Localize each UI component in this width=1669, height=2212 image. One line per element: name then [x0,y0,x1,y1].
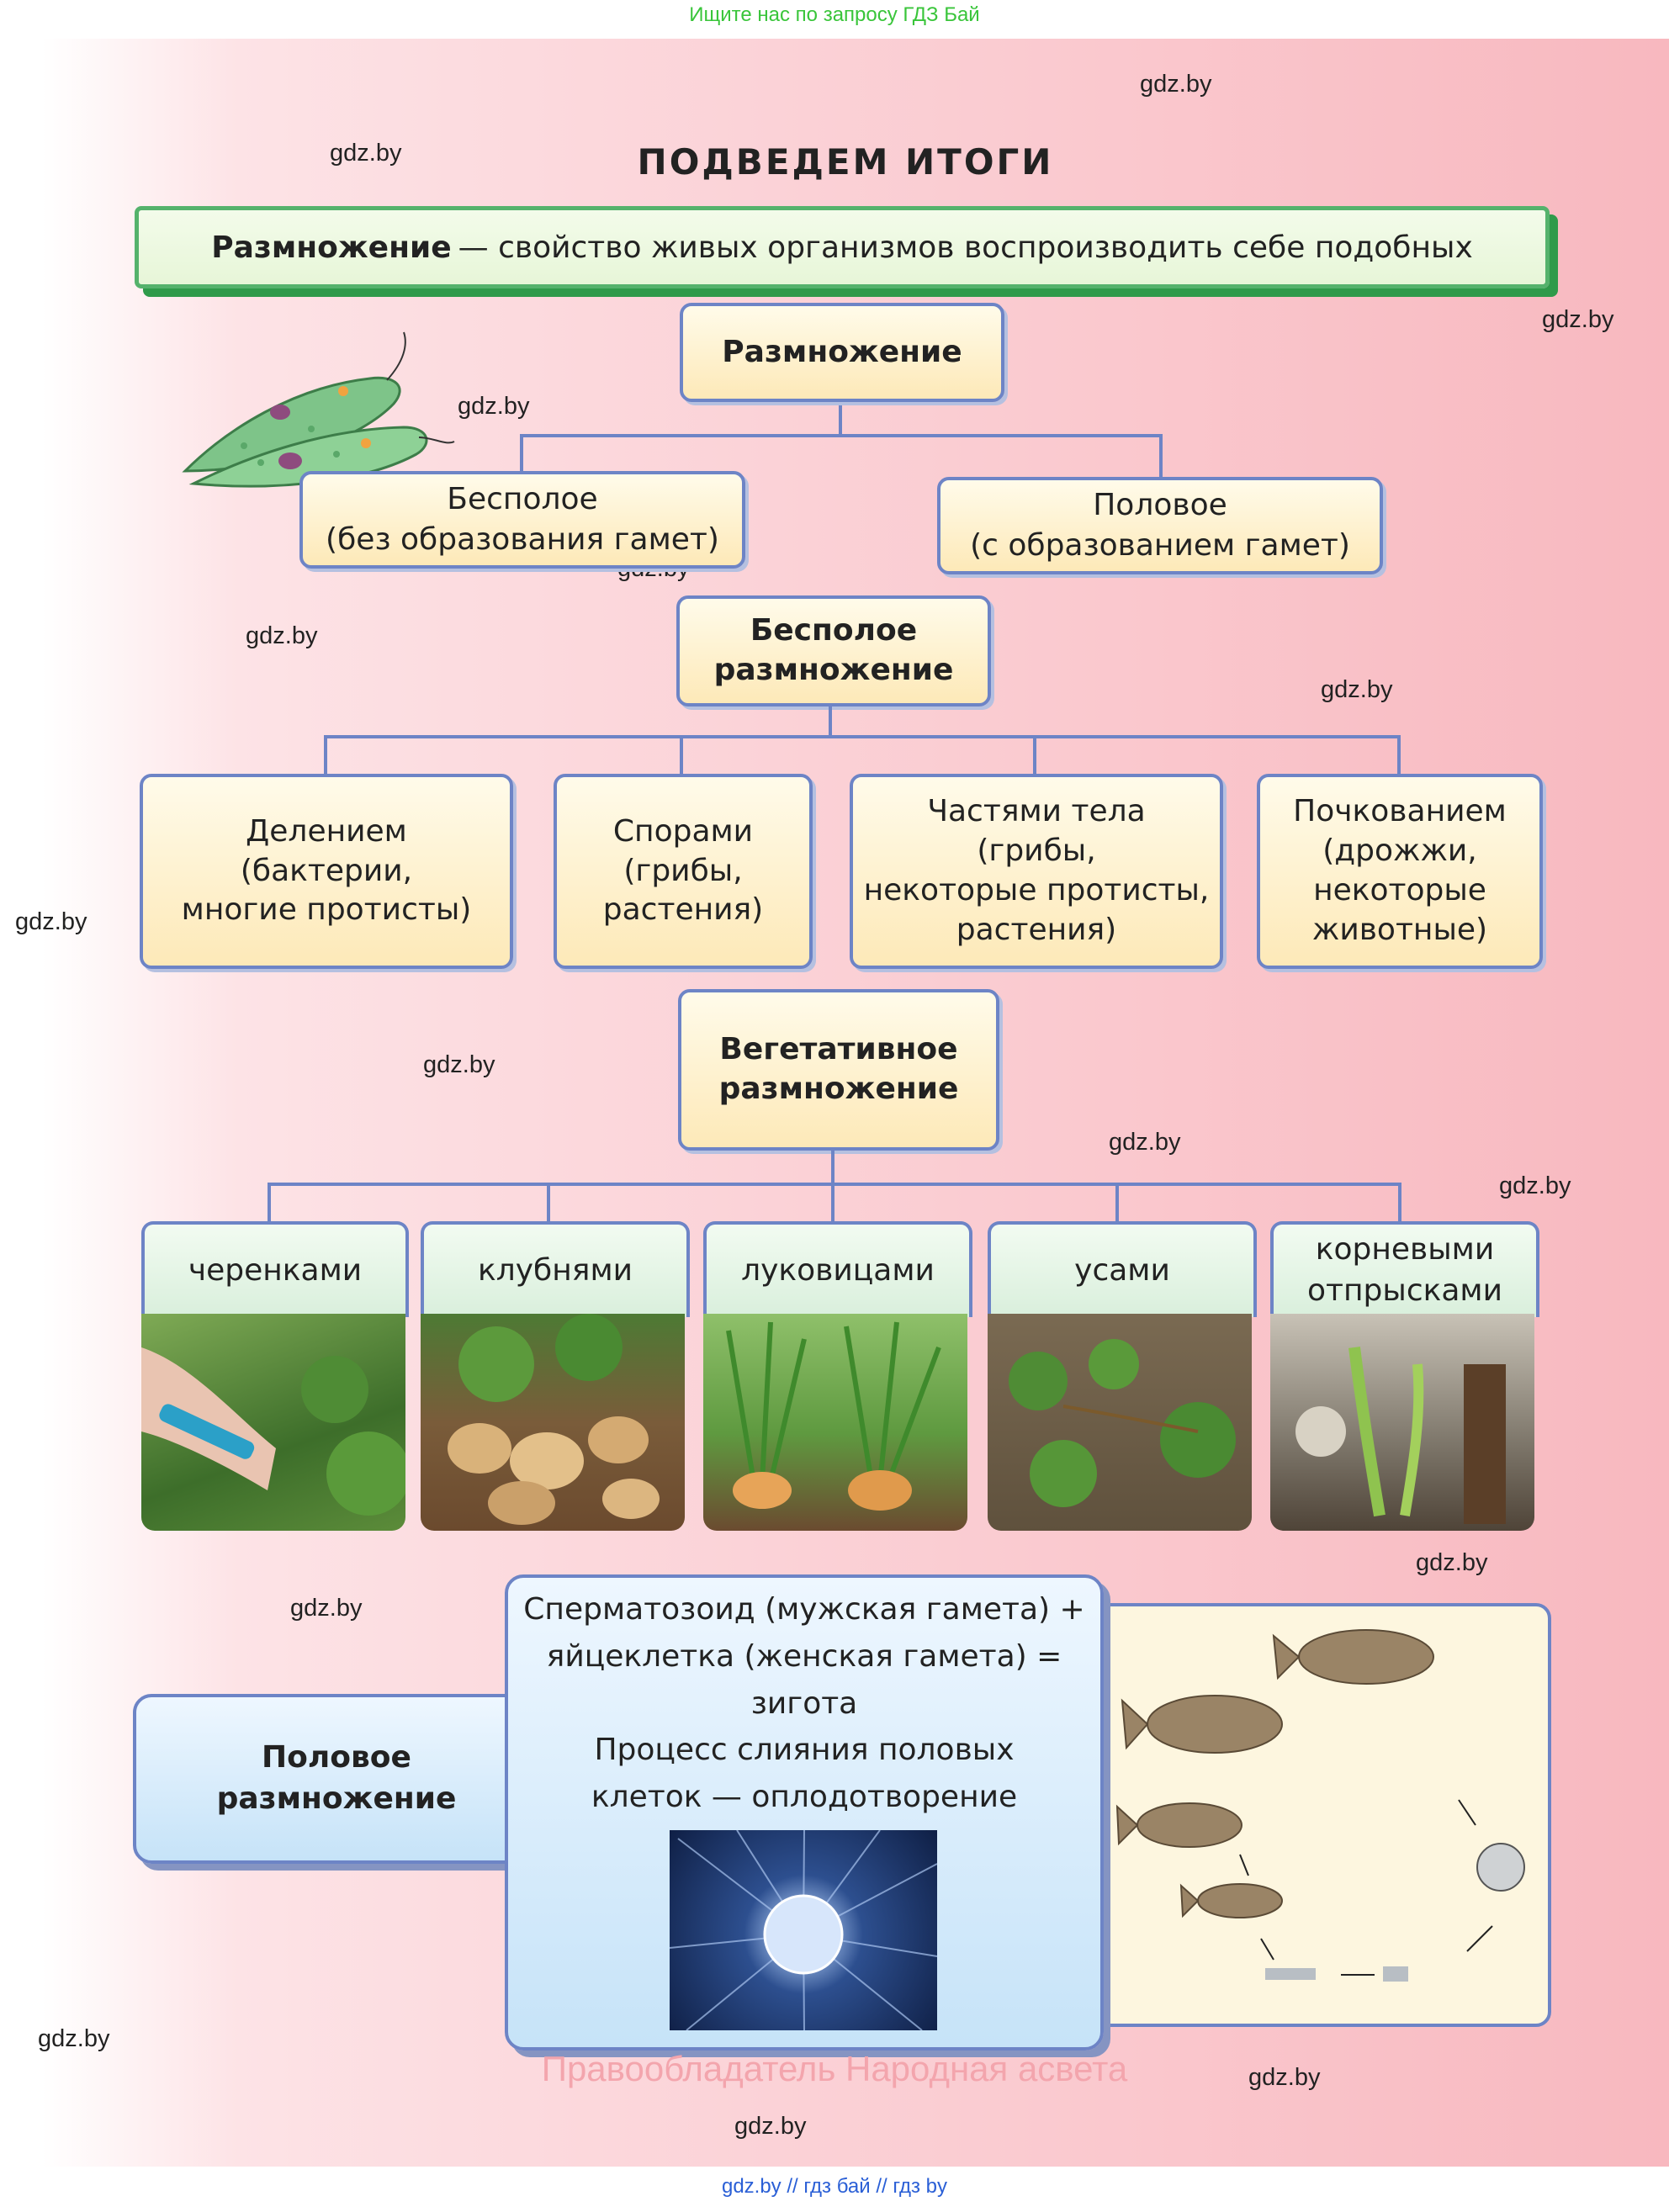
watermark: gdz.by [1248,2064,1321,2091]
connector-line [831,1183,834,1221]
connector-line [547,1183,550,1221]
watermark: gdz.by [15,908,87,935]
watermark: gdz.by [423,1051,495,1078]
watermark: gdz.by [1416,1549,1488,1576]
watermark: gdz.by [1140,71,1212,98]
connector-line [324,735,327,774]
reproduction-root-box: Размножение [680,303,1004,402]
connector-line [1159,434,1163,478]
tubers-photo [421,1314,685,1531]
watermark: gdz.by [290,1595,363,1622]
fertilization-text-line: Сперматозоид (мужская гамета) + [523,1592,1085,1627]
watermark: gdz.by [38,2025,110,2052]
connector-line [829,703,832,737]
cuttings-photo [141,1314,405,1531]
connector-line [1033,735,1036,774]
vegetative-tubers-tab: клубнями [421,1221,690,1317]
top-note[interactable]: Ищите нас по запросу ГДЗ Бай [689,3,980,26]
connector-line [268,1183,271,1221]
root-suckers-photo [1270,1314,1534,1531]
watermark: gdz.by [734,2113,807,2140]
page-title: ПОДВЕДЕМ ИТОГИ [637,141,1054,183]
watermark: gdz.by [246,622,318,649]
vegetative-cuttings-tab: черенками [141,1221,409,1317]
definition-box: Размножение — свойство живых организмов … [135,206,1550,288]
watermark: gdz.by [330,140,402,167]
runners-photo [988,1314,1252,1531]
watermark: gdz.by [1499,1172,1571,1199]
watermark: gdz.by [1109,1129,1181,1156]
fertilization-text-line: клеток — оплодотворение [591,1780,1018,1815]
egg-cell-image [670,1830,937,2030]
sexual-block-title: Половое размножение [133,1694,540,1864]
definition-text: — свойство живых организмов воспроизводи… [458,230,1473,265]
watermark: gdz.by [458,393,530,420]
connector-line [1397,735,1401,774]
vegetative-root-suckers-tab: корневыми отпрысками [1270,1221,1539,1317]
fertilization-box: Сперматозоид (мужская гамета) + яйцеклет… [505,1574,1104,2051]
definition-term: Размножение [211,230,452,265]
connector-line [324,735,1401,738]
vegetative-bulbs-tab: луковицами [703,1221,972,1317]
asexual-division-box: Делением (бактерии, многие протисты) [140,774,513,969]
connector-line [680,735,683,774]
connector-line [1115,1183,1119,1221]
watermark: gdz.by [1542,306,1614,333]
fertilization-text-line: Процесс слияния половых [594,1733,1015,1768]
fertilization-text-line: зигота [750,1685,858,1721]
asexual-block-title: Бесполое размножение [676,595,991,706]
bottom-note[interactable]: gdz.by // гдз бай // гдз by [721,2175,948,2198]
vegetative-block-title: Вегетативное размножение [678,989,999,1151]
fertilization-text-line: яйцеклетка (женская гамета) = [546,1638,1062,1674]
sexual-type-box: Половое (с образованием гамет) [937,477,1383,574]
asexual-budding-box: Почкованием (дрожжи, некоторые животные) [1257,774,1543,969]
connector-line [831,1147,834,1184]
bulbs-photo [703,1314,967,1531]
connector-line [268,1183,1401,1186]
connector-line [520,434,1163,437]
copyright-watermark: Правообладатель Народная асвета [541,2049,1128,2088]
fish-life-cycle-figure [1094,1603,1551,2027]
connector-line [1398,1183,1401,1221]
asexual-spores-box: Спорами (грибы, растения) [554,774,813,969]
connector-line [839,399,842,437]
watermark: gdz.by [1321,676,1393,703]
asexual-body-parts-box: Частями тела (грибы, некоторые протисты,… [850,774,1223,969]
asexual-type-box: Бесполое (без образования гамет) [299,471,745,569]
vegetative-runners-tab: усами [988,1221,1257,1317]
connector-line [520,434,523,474]
